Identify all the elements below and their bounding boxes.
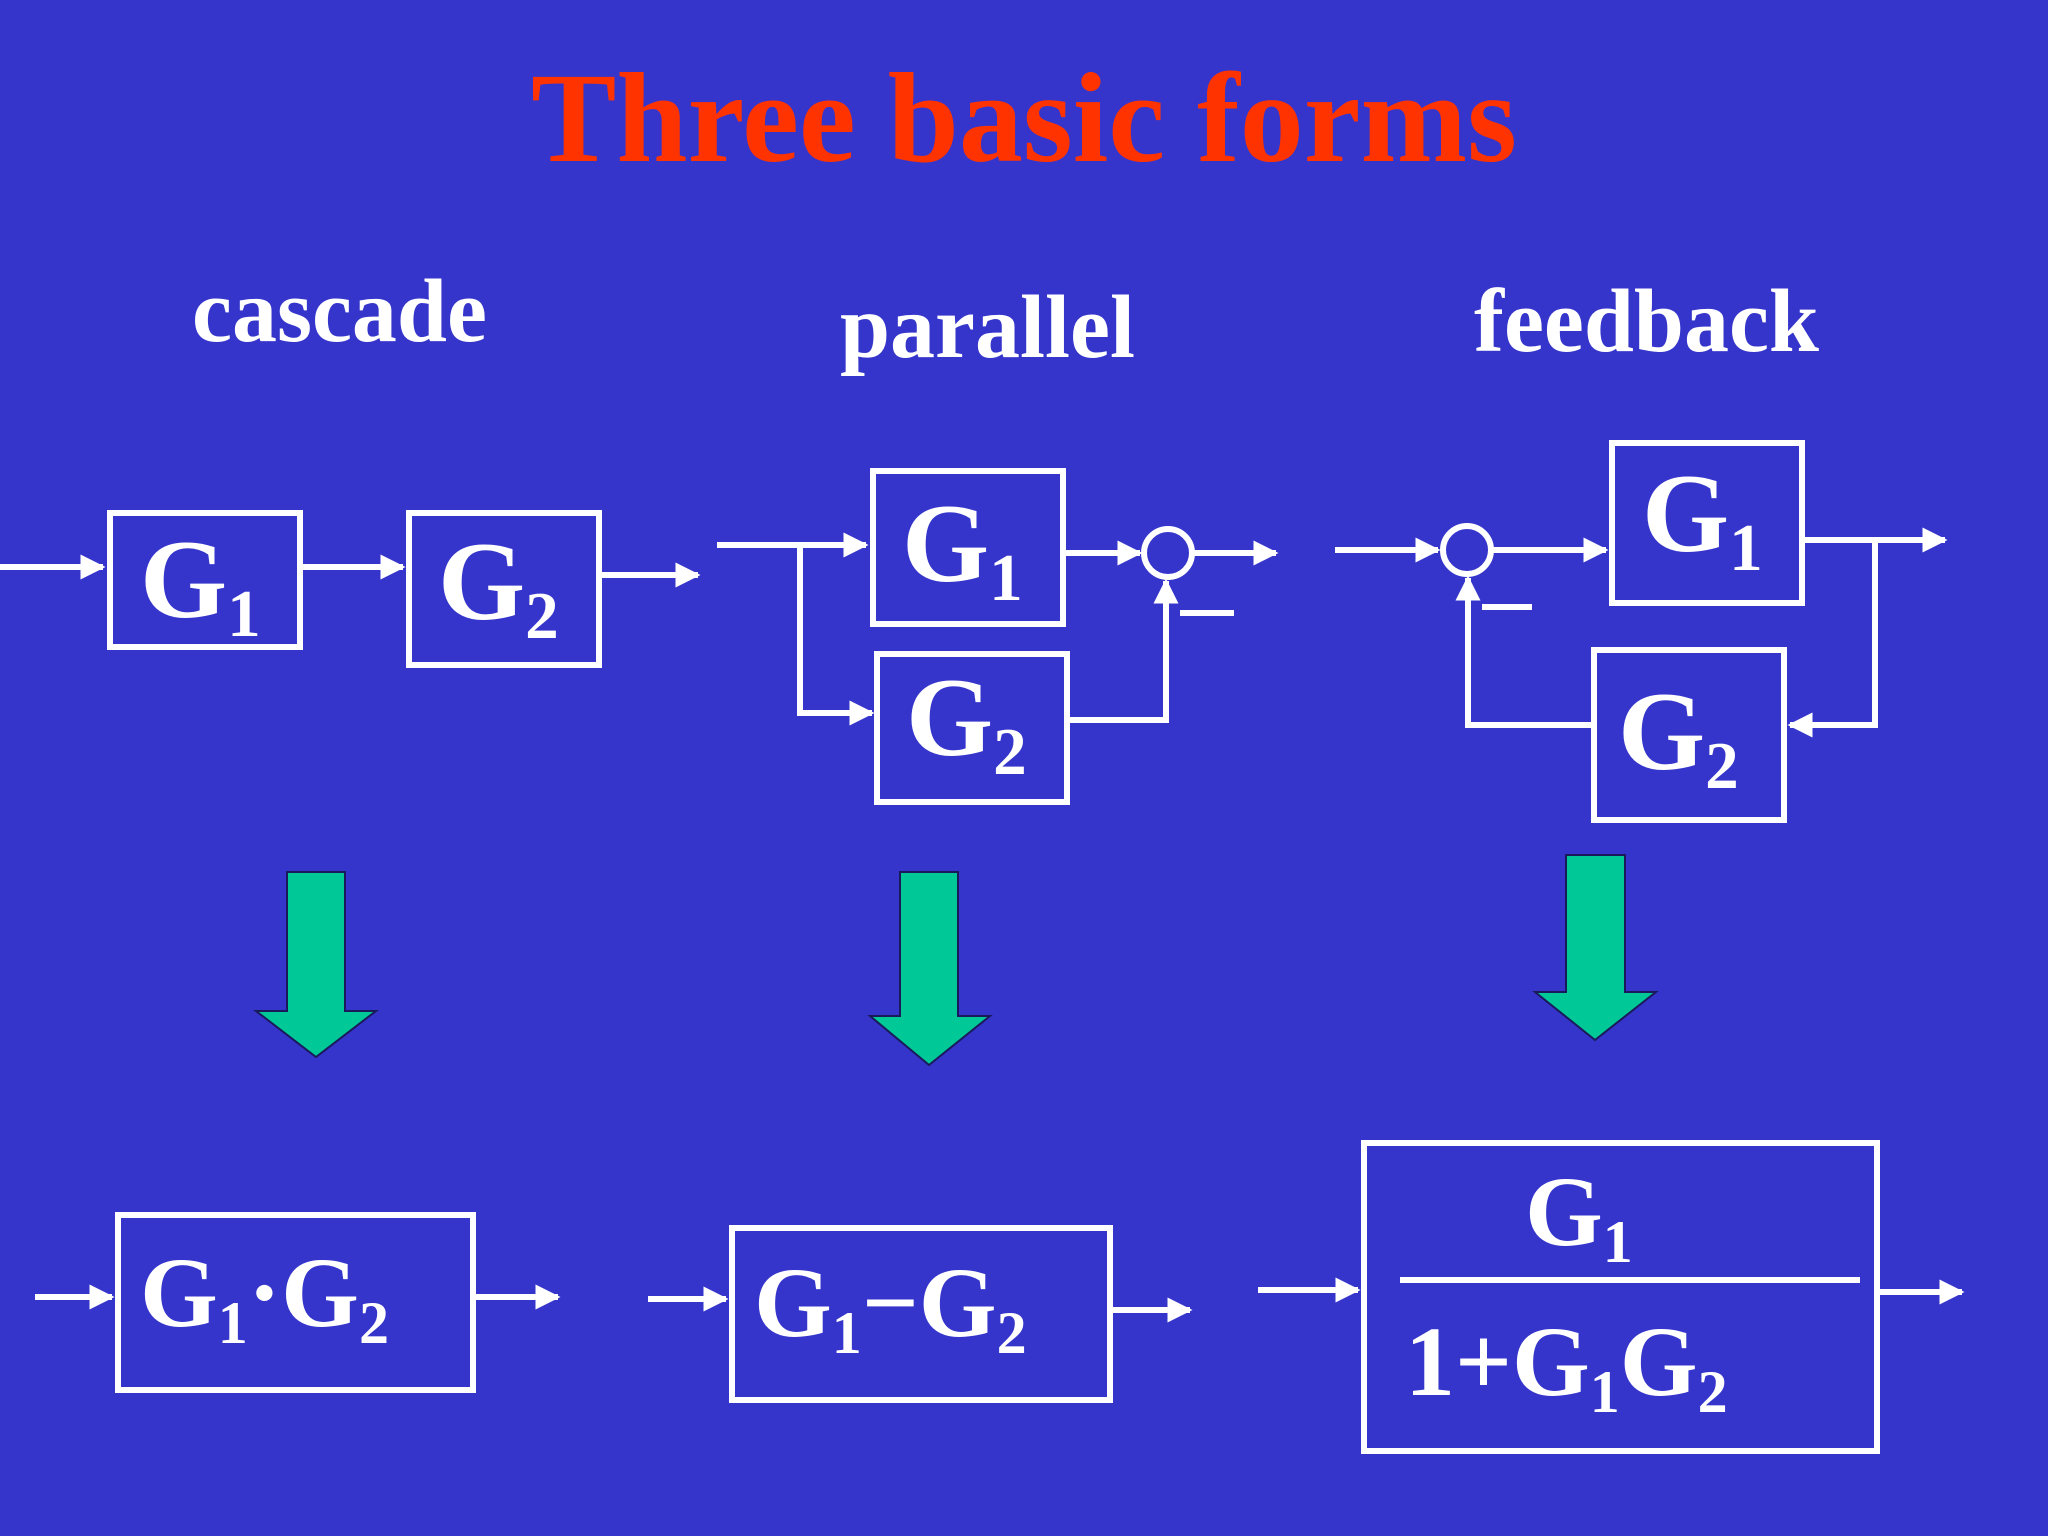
cascade-result-block (115, 1212, 476, 1393)
down-arrow-icon (253, 871, 379, 1059)
feedback-g2-label: G2 (1618, 670, 1739, 803)
cascade-result-formula: G1·G2 (140, 1237, 389, 1356)
feedback-result-block (1361, 1140, 1880, 1454)
parallel-heading: parallel (840, 278, 1135, 377)
feedback-result-denominator: 1+G1G2 (1405, 1306, 1728, 1425)
slide-title: Three basic forms (531, 47, 1517, 189)
parallel-summing-junction (1141, 526, 1195, 580)
cascade-g2-block (406, 510, 602, 668)
feedback-g1-label: G1 (1642, 452, 1763, 585)
parallel-g1-block (870, 468, 1066, 627)
parallel-branch-line (797, 545, 875, 726)
parallel-g2-block (874, 651, 1070, 805)
feedback-g2-to-sum-arrow (1455, 575, 1594, 728)
parallel-g2-to-sum-arrow (1067, 578, 1179, 723)
parallel-g2-label: G2 (906, 656, 1027, 789)
feedback-return-arrow (1787, 540, 1878, 738)
cascade-heading: cascade (192, 262, 487, 361)
parallel-g1-label: G1 (902, 482, 1023, 615)
parallel-result-formula: G1−G2 (754, 1247, 1027, 1366)
down-arrow-icon (867, 871, 993, 1067)
feedback-summing-junction (1440, 523, 1494, 577)
cascade-g1-label: G1 (140, 518, 261, 651)
feedback-g1-block (1609, 440, 1805, 606)
feedback-result-numerator: G1 (1525, 1156, 1633, 1275)
cascade-g1-block (107, 510, 303, 650)
feedback-g2-block (1591, 647, 1787, 823)
feedback-heading: feedback (1474, 272, 1819, 371)
cascade-g2-label: G2 (438, 520, 559, 653)
down-arrow-icon (1532, 854, 1659, 1042)
parallel-result-block (729, 1225, 1113, 1403)
